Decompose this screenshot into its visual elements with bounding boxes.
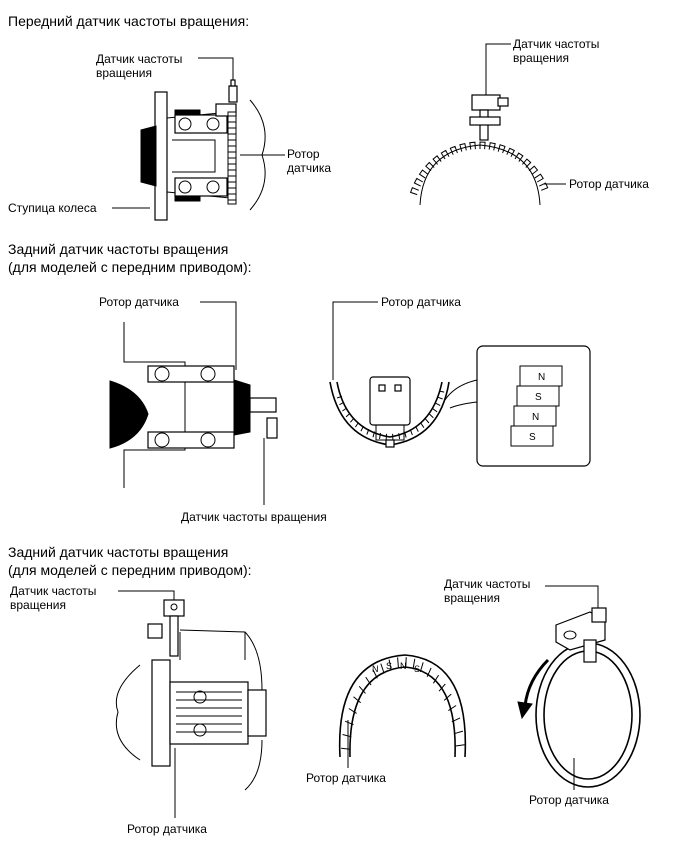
s3-sensor-label-right: Датчик частоты вращения <box>444 577 531 605</box>
s3-sensor-left <box>147 599 185 657</box>
s1-sensor-leader-left <box>198 57 234 80</box>
s2-sensor-body <box>369 376 411 448</box>
magnet-pole-label: S <box>535 392 542 403</box>
s2-hub-assembly <box>109 322 278 488</box>
magnet-pole-label: S <box>529 432 536 443</box>
s3-sensor-right <box>555 607 607 663</box>
s3-rotor-label-right: Ротор датчика <box>529 793 609 807</box>
s1-hub-label: Ступица колеса <box>8 201 97 215</box>
rotation-arrow-icon <box>517 658 550 720</box>
s3-sensor-leader-right <box>545 585 599 608</box>
s1-rotor-label-right: Ротор датчика <box>569 177 649 191</box>
s1-sensor-right <box>469 94 509 141</box>
arc-pole-label: S <box>414 664 420 674</box>
s1-toothed-rotor-right <box>409 141 549 206</box>
s3-rotor-label-mid: Ротор датчика <box>306 771 386 785</box>
section-3-heading: Задний датчик частоты вращения (для моде… <box>8 544 252 578</box>
s3-rotor-label-left: Ротор датчика <box>127 822 207 836</box>
magnet-pole-segment <box>510 425 554 447</box>
s1-sensor-label-right: Датчик частоты вращения <box>513 37 600 65</box>
magnet-pole-label: N <box>532 412 539 423</box>
s3-sensor-label-left: Датчик частоты вращения <box>10 584 97 612</box>
arc-pole-label: S <box>386 661 392 671</box>
s1-sensor-label-left: Датчик частоты вращения <box>96 52 183 80</box>
s1-rotor-label-left: Ротор датчика <box>287 147 332 175</box>
s3-sensor-leader-left <box>118 590 175 600</box>
section-1-heading: Передний датчик частоты вращения: <box>8 13 250 29</box>
arc-pole-label: N <box>400 661 407 671</box>
s2-rotor-leader-left <box>200 301 237 370</box>
s1-sensor-leader-right <box>485 43 511 95</box>
s3-ring <box>535 642 641 788</box>
magnet-pole-label: N <box>538 372 545 383</box>
s2-rotor-leader-right <box>332 301 378 380</box>
s2-rotor-label-left: Ротор датчика <box>99 295 179 309</box>
s1-tone-ring-left <box>227 111 237 205</box>
s2-rotor-label-right: Ротор датчика <box>381 295 461 309</box>
s1-hub-assembly <box>140 91 266 221</box>
arc-pole-label: N <box>372 664 379 674</box>
section-2-heading: Задний датчик частоты вращения (для моде… <box>8 241 252 275</box>
s2-sensor-label: Датчик частоты вращения <box>181 510 327 524</box>
s1-sensor-left <box>228 79 238 103</box>
s3-hub-assembly <box>115 629 267 791</box>
